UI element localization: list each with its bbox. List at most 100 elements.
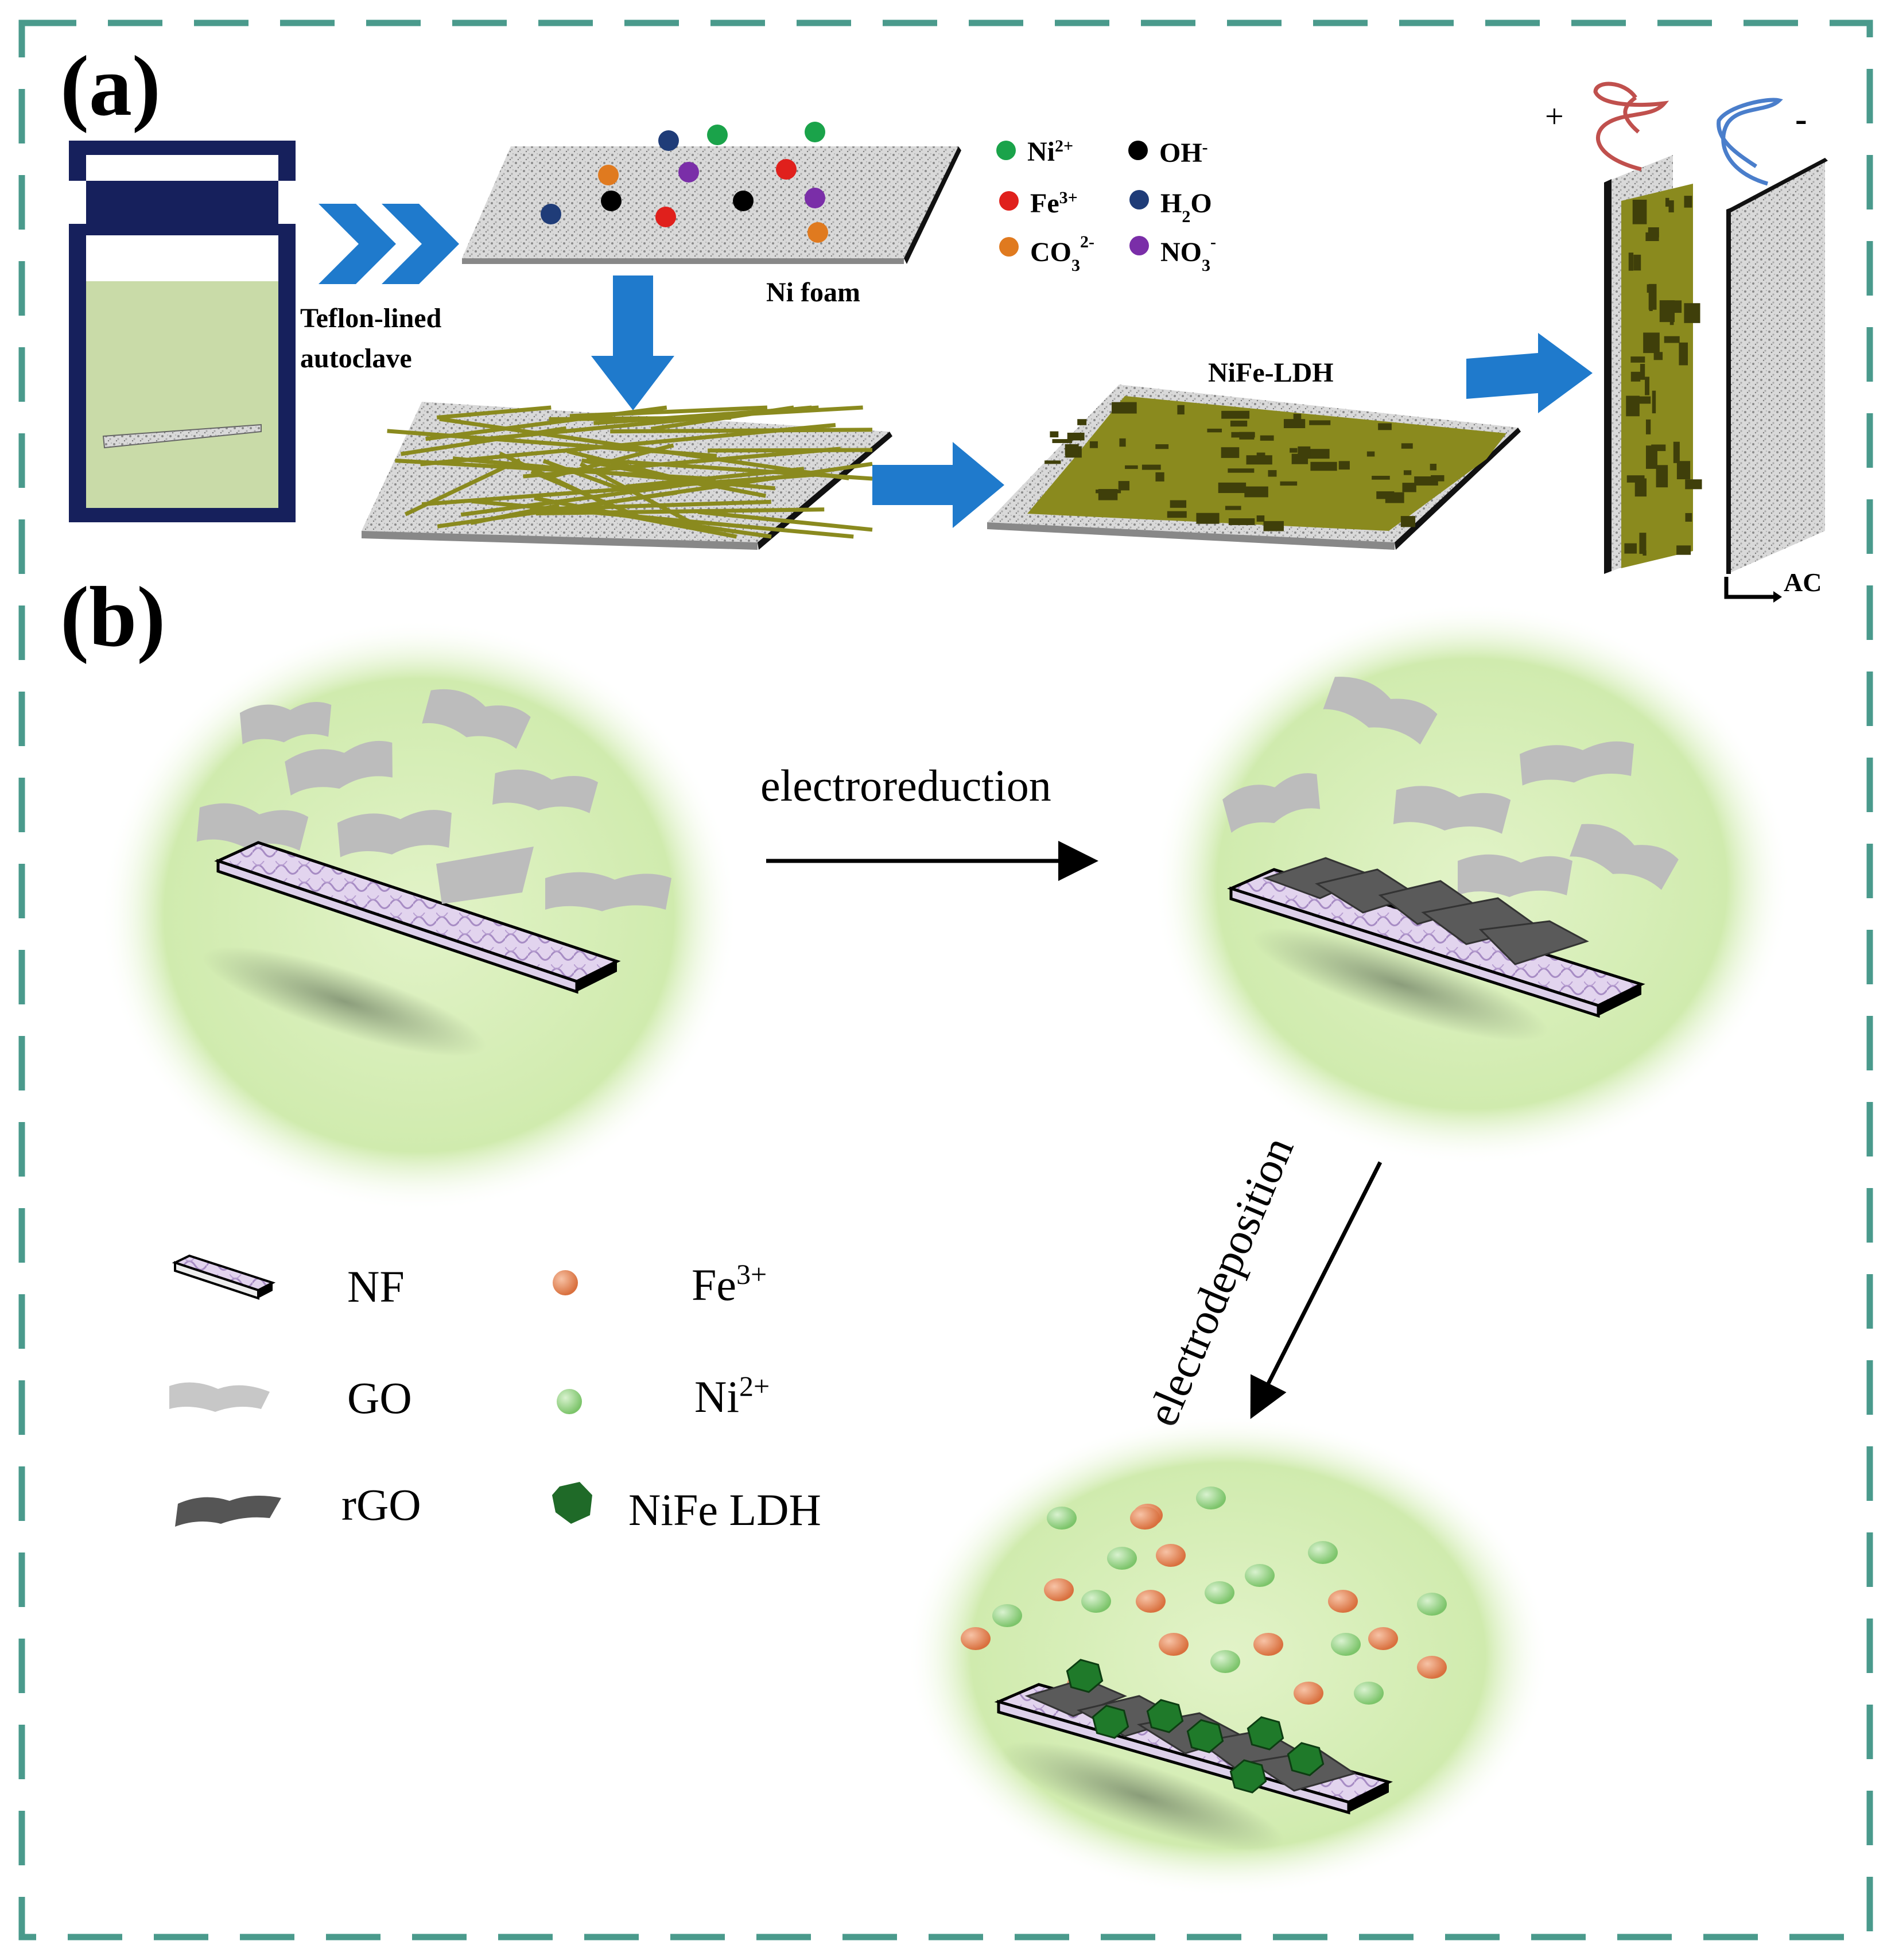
minus-sign: - bbox=[1795, 100, 1807, 139]
ion-sphere bbox=[807, 222, 828, 243]
svg-text:Fe3+: Fe3+ bbox=[1030, 188, 1078, 219]
ni-ion bbox=[1331, 1633, 1361, 1656]
positive-wire bbox=[1593, 81, 1669, 172]
legend-ni-dot bbox=[996, 141, 1016, 160]
legend-go-text: GO bbox=[347, 1373, 412, 1423]
panel-b-label: (b) bbox=[60, 569, 165, 665]
nife-ldh-particle bbox=[1287, 1742, 1325, 1776]
dashed-frame bbox=[18, 20, 1873, 1940]
ni-ion bbox=[1081, 1590, 1111, 1613]
fe-ion bbox=[1253, 1633, 1283, 1656]
ac-label: AC bbox=[1784, 568, 1822, 597]
fe-ion bbox=[1044, 1578, 1074, 1601]
legend-ni-text: Ni bbox=[1027, 137, 1055, 167]
double-chevron-arrow bbox=[319, 204, 459, 284]
nanowire-plate bbox=[362, 402, 892, 550]
fe-ion bbox=[1136, 1590, 1166, 1613]
legend-nife-ldh-text: NiFe LDH bbox=[628, 1485, 821, 1535]
legend-oh-text: OH bbox=[1159, 138, 1202, 168]
ni-ion bbox=[1205, 1581, 1234, 1604]
ni-ion bbox=[1245, 1564, 1275, 1587]
right-arrow-2 bbox=[1466, 333, 1593, 413]
nife-ldh-particle bbox=[1247, 1716, 1284, 1751]
ion-sphere bbox=[678, 162, 699, 183]
electrodeposition-label: electrodeposition bbox=[1137, 1130, 1303, 1433]
legend-nf-icon bbox=[172, 1254, 276, 1300]
teflon-autoclave bbox=[69, 141, 296, 522]
ion-sphere bbox=[776, 159, 797, 180]
nife-ldh-label: NiFe-LDH bbox=[1208, 358, 1334, 388]
nife-ldh-particle bbox=[1146, 1699, 1184, 1733]
bubble-nife-ldh-deposition bbox=[907, 1415, 1550, 1897]
ion-sphere bbox=[655, 207, 676, 227]
legend-fe-dot bbox=[999, 191, 1019, 211]
fe-ion bbox=[1159, 1633, 1189, 1656]
nife-ldh-particle bbox=[1092, 1705, 1129, 1739]
ni-ion bbox=[1417, 1593, 1447, 1616]
bubble-go-on-nf bbox=[100, 620, 737, 1211]
ni-foam-plate bbox=[462, 146, 961, 264]
ni-ion bbox=[1308, 1541, 1338, 1564]
legend-ni-ion-icon bbox=[557, 1389, 582, 1414]
legend-ni-ion-text: Ni2+ bbox=[694, 1370, 770, 1422]
fe-ion bbox=[961, 1627, 991, 1650]
legend-oh-dot bbox=[1128, 141, 1148, 160]
bubble-rgo-on-nf bbox=[1154, 603, 1791, 1165]
down-arrow bbox=[591, 275, 674, 410]
legend-co3-dot bbox=[999, 237, 1019, 257]
fe-ion bbox=[1294, 1682, 1323, 1705]
ion-sphere bbox=[541, 204, 561, 224]
panel-b: (b) electroreduction bbox=[60, 569, 1791, 1897]
autoclave-solution bbox=[86, 281, 278, 508]
legend-nife-ldh-icon bbox=[552, 1482, 592, 1524]
ni-ion bbox=[1107, 1547, 1137, 1570]
ion-sphere bbox=[805, 122, 825, 142]
nife-ldh-particle bbox=[1186, 1719, 1224, 1753]
legend-fe-text: Fe bbox=[1030, 188, 1059, 219]
legend-no3-dot bbox=[1129, 236, 1149, 255]
fe-ion bbox=[1130, 1507, 1160, 1530]
panel-a-label: (a) bbox=[60, 38, 161, 134]
nife-ldh-particle bbox=[1229, 1759, 1267, 1794]
legend-h2o-text: H bbox=[1160, 188, 1182, 219]
nife-ldh-particle bbox=[1066, 1659, 1104, 1693]
ni-ion bbox=[1210, 1650, 1240, 1673]
ion-sphere bbox=[805, 188, 825, 208]
negative-wire bbox=[1717, 98, 1783, 186]
ion-sphere bbox=[601, 191, 622, 211]
nf-strip-1 bbox=[214, 841, 621, 994]
svg-text:Ni2+: Ni2+ bbox=[1027, 137, 1073, 168]
ni-foam-label: Ni foam bbox=[766, 277, 860, 308]
device-negative-electrode-ac bbox=[1726, 158, 1828, 574]
ion-sphere bbox=[598, 165, 619, 185]
ion-sphere bbox=[658, 130, 679, 151]
legend-rgo-icon bbox=[175, 1496, 281, 1527]
fe-ion bbox=[1368, 1627, 1398, 1650]
ni-ion bbox=[1354, 1682, 1384, 1705]
nf-strip-2 bbox=[1226, 868, 1645, 1018]
ion-sphere bbox=[733, 191, 754, 211]
svg-text:CO32-: CO32- bbox=[1030, 232, 1094, 275]
svg-text:OH-: OH- bbox=[1159, 138, 1208, 169]
plus-sign: + bbox=[1545, 98, 1564, 135]
legend-co3-text: CO bbox=[1030, 237, 1071, 267]
panel-a: (a) Teflon-lined autoclave Ni foam bbox=[60, 38, 1828, 603]
right-arrow-1 bbox=[872, 442, 1004, 528]
ion-sphere bbox=[707, 125, 728, 145]
legend-h2o-dot bbox=[1129, 190, 1149, 209]
ion-legend: Ni2+ OH- Fe3+ H2O CO32- NO3- bbox=[996, 137, 1216, 275]
fe-ion bbox=[1328, 1590, 1358, 1613]
autoclave-label-line1: Teflon-lined bbox=[300, 303, 442, 333]
fe-ion bbox=[1156, 1544, 1186, 1567]
legend-go-icon bbox=[169, 1382, 270, 1412]
fe-ion bbox=[1417, 1656, 1447, 1679]
autoclave-label-line2: autoclave bbox=[300, 343, 412, 374]
ni-ion bbox=[992, 1604, 1022, 1627]
legend-rgo-text: rGO bbox=[341, 1480, 421, 1530]
ni-ion bbox=[1196, 1487, 1226, 1509]
panel-b-legend: NF GO rGO Fe3+ Ni2+ NiFe LDH bbox=[169, 1254, 821, 1535]
device-positive-electrode bbox=[1604, 155, 1702, 574]
ni-ion bbox=[1047, 1507, 1077, 1530]
electroreduction-label: electroreduction bbox=[760, 760, 1051, 810]
